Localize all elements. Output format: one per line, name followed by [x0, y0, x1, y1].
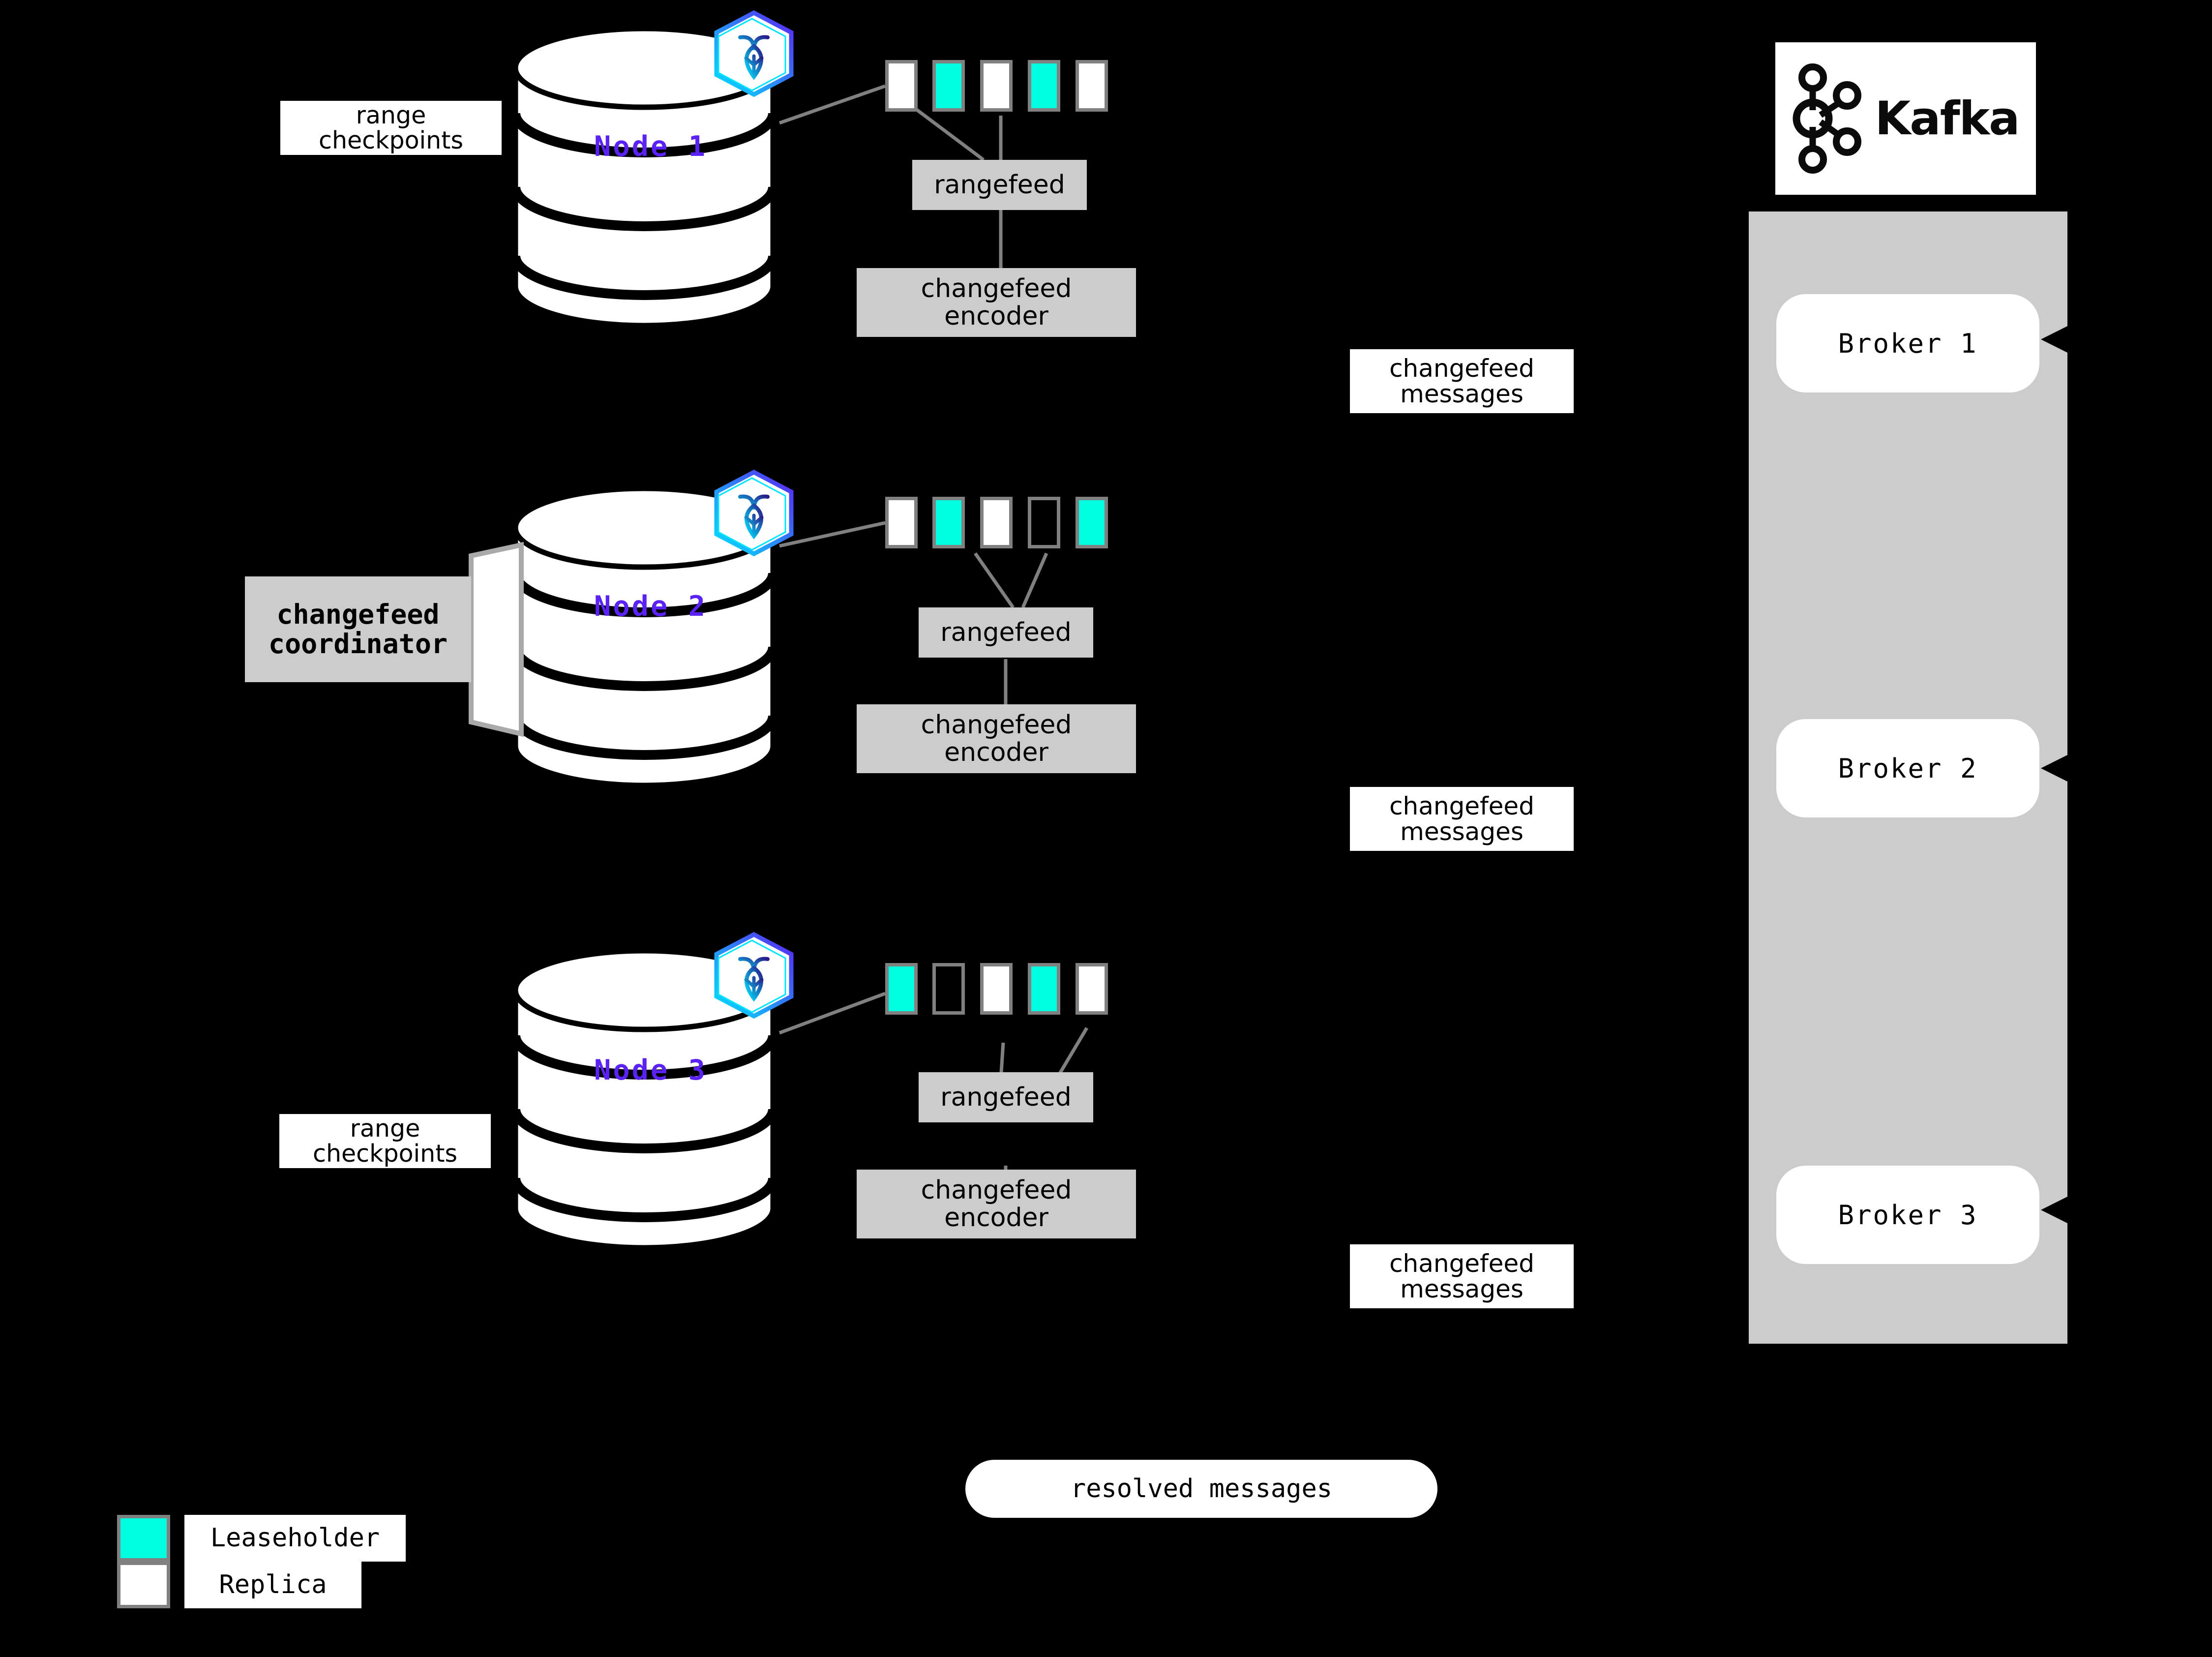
node-1-range-3[interactable]: [980, 60, 1013, 112]
resolved-messages-pill: resolved messages: [965, 1460, 1437, 1518]
node-3-side-label-line2: checkpoints: [313, 1140, 457, 1168]
node-2-changefeed-encoder[interactable]: changefeed encoder: [857, 704, 1136, 773]
kafka-broker-2[interactable]: Broker 2: [1776, 719, 2039, 817]
node-1-side-label-line1: range: [356, 101, 426, 129]
kafka-broker-1[interactable]: Broker 1: [1776, 294, 2039, 392]
node-1-encoder-line1: changefeed: [921, 273, 1072, 303]
node-1-range-2[interactable]: [932, 60, 965, 112]
changefeed-messages-1-line2: messages: [1400, 380, 1524, 408]
node-1-rangefeed[interactable]: rangefeed: [912, 160, 1087, 210]
legend-label-replica: Replica: [184, 1562, 361, 1608]
cockroachdb-hexagon-icon: [714, 932, 794, 1019]
node-2-range-3[interactable]: [980, 497, 1013, 548]
kafka-node-graph-icon: [1793, 63, 1862, 174]
kafka-logo-text: Kafka: [1875, 91, 2020, 146]
legend-label-leaseholder: Leaseholder: [184, 1515, 406, 1562]
node-1-label: Node 1: [594, 130, 707, 163]
node-3-encoder-line2: encoder: [944, 1203, 1048, 1233]
node-1-side-label: range checkpoints: [280, 101, 502, 155]
node-1-range-4[interactable]: [1028, 60, 1060, 112]
broker-2-inbound-arrow-icon: [2041, 753, 2070, 783]
node-3-side-label: range checkpoints: [279, 1114, 491, 1168]
node-3-cylinder: [512, 948, 776, 1251]
node-1-side-label-line2: checkpoints: [319, 126, 463, 154]
changefeed-messages-3-line1: changefeed: [1389, 1249, 1534, 1278]
node-3-range-4[interactable]: [1028, 963, 1060, 1015]
node-3-rangefeed[interactable]: rangefeed: [919, 1072, 1093, 1122]
changefeed-messages-1-line1: changefeed: [1389, 354, 1534, 383]
kafka-logo: Kafka: [1775, 42, 2036, 195]
kafka-broker-3[interactable]: Broker 3: [1776, 1166, 2039, 1264]
node-1-changefeed-encoder[interactable]: changefeed encoder: [857, 268, 1136, 337]
changefeed-messages-1: changefeed messages: [1350, 349, 1574, 413]
coordinator-line2: coordinator: [268, 628, 448, 660]
changefeed-messages-2: changefeed messages: [1350, 787, 1574, 851]
node-3-range-5[interactable]: [1076, 963, 1108, 1015]
node-2-label: Node 2: [594, 590, 707, 623]
node-3-encoder-line1: changefeed: [921, 1175, 1072, 1205]
broker-3-inbound-arrow-icon: [2041, 1195, 2070, 1225]
node-3-range-1[interactable]: [885, 963, 918, 1015]
node-3-range-3[interactable]: [980, 963, 1013, 1015]
legend-swatch-replica: [117, 1562, 170, 1608]
coordinator-line1: changefeed: [276, 599, 440, 631]
cockroachdb-hexagon-icon: [714, 469, 794, 557]
broker-1-inbound-arrow-icon: [2041, 325, 2070, 354]
node-2-cylinder: [512, 485, 776, 788]
node-3-changefeed-encoder[interactable]: changefeed encoder: [857, 1170, 1136, 1238]
node-3-label: Node 3: [594, 1054, 707, 1086]
node-2-rangefeed[interactable]: rangefeed: [919, 607, 1093, 658]
legend-swatch-leaseholder: [117, 1515, 170, 1562]
node-2-range-5[interactable]: [1076, 497, 1108, 548]
changefeed-messages-3: changefeed messages: [1350, 1244, 1574, 1308]
node-2-encoder-line1: changefeed: [921, 710, 1072, 740]
node-2-range-1[interactable]: [885, 497, 918, 548]
node-2-encoder-line2: encoder: [944, 738, 1048, 767]
node-2-range-2[interactable]: [932, 497, 965, 548]
changefeed-coordinator-banner: [469, 542, 524, 737]
node-2-range-4[interactable]: [1028, 497, 1060, 548]
node-3-side-label-line1: range: [350, 1114, 420, 1143]
changefeed-messages-2-line1: changefeed: [1389, 791, 1534, 820]
changefeed-messages-2-line2: messages: [1400, 817, 1524, 846]
changefeed-messages-3-line2: messages: [1400, 1275, 1524, 1303]
node-3-range-2[interactable]: [932, 963, 965, 1015]
changefeed-coordinator[interactable]: changefeed coordinator: [245, 576, 471, 682]
node-1-encoder-line2: encoder: [944, 301, 1048, 331]
node-1-range-5[interactable]: [1076, 60, 1108, 112]
node-1-cylinder: [512, 26, 776, 329]
node-1-range-1[interactable]: [885, 60, 918, 112]
cockroachdb-hexagon-icon: [714, 10, 794, 97]
